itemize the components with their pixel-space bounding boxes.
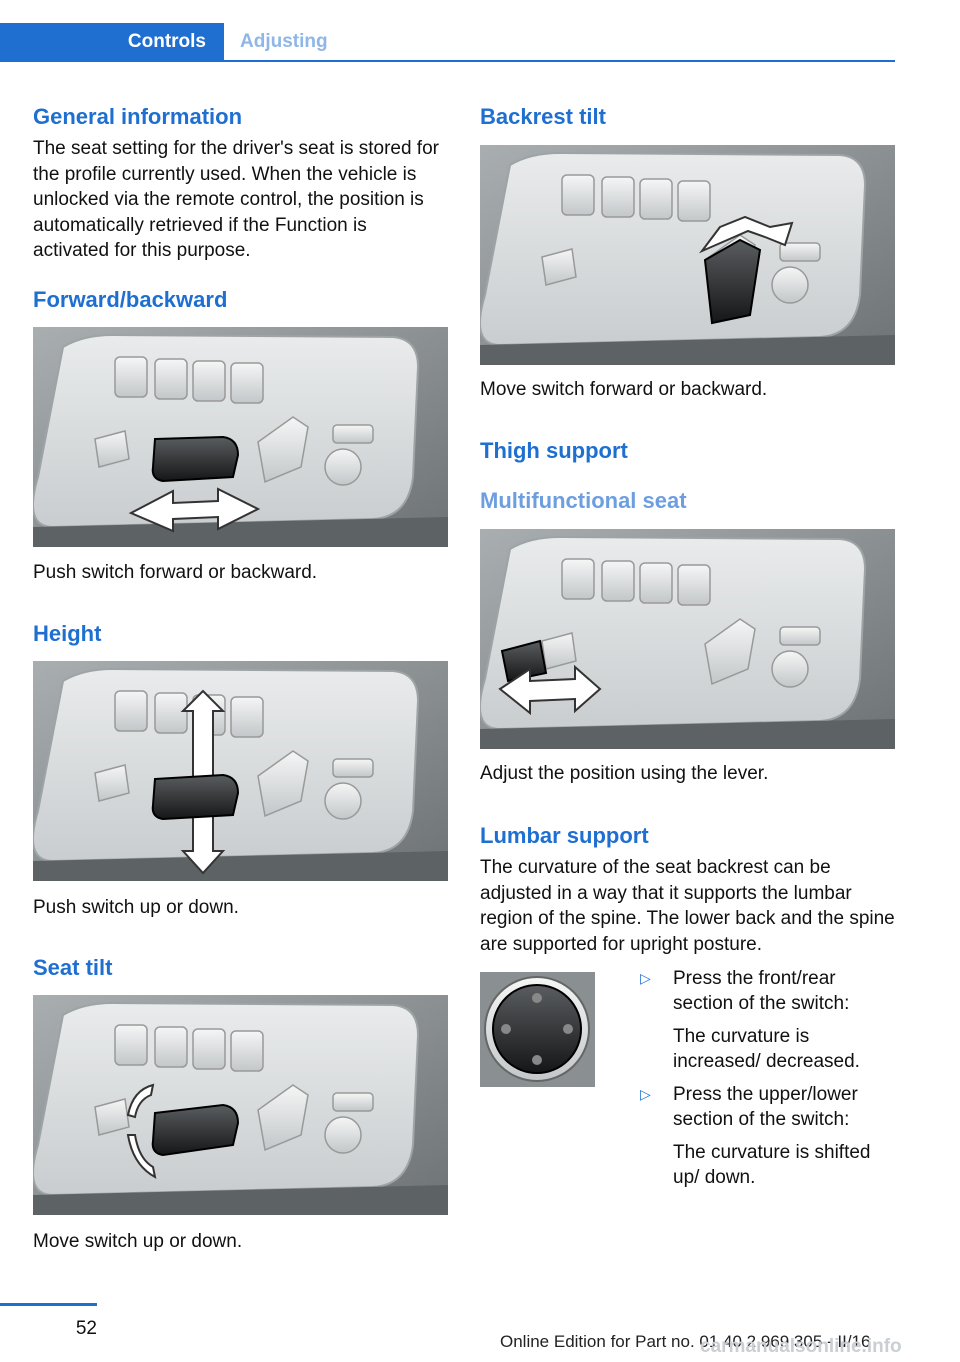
lumbar-support-heading: Lumbar support	[480, 823, 649, 848]
general-information-heading: General information	[33, 104, 243, 129]
bullet-sub-text: The curvature is shifted up/ down.	[673, 1142, 871, 1188]
bullet-main-text: Press the upper/lower section of the swi…	[673, 1084, 858, 1130]
edition-text: Online Edition for Part no. 01 40 2 969 …	[500, 1332, 871, 1351]
lumbar-bullet-list: ▷ Press the front/rear section of the sw…	[640, 966, 895, 1198]
lumbar-support-text: The curvature of the seat backrest can b…	[480, 857, 895, 955]
page-number: 52	[75, 1318, 97, 1339]
general-information-text: The seat setting for the driver's seat i…	[33, 138, 439, 261]
multifunctional-seat-subheading: Multifunctional seat	[480, 488, 687, 513]
header-tab-bar: Controls Adjusting	[0, 23, 895, 63]
tab-underline	[0, 60, 895, 62]
footer-accent-line	[0, 1303, 97, 1306]
forward-backward-heading: Forward/backward	[33, 287, 228, 312]
list-item: ▷ Press the upper/lower section of the s…	[640, 1082, 895, 1132]
forward-backward-illustration	[33, 327, 448, 547]
triangle-bullet-icon: ▷	[640, 970, 651, 986]
seat-tilt-heading: Seat tilt	[33, 955, 113, 980]
tab-controls[interactable]: Controls	[0, 23, 224, 61]
height-heading: Height	[33, 621, 102, 646]
watermark-text: carmanualsonline.info	[700, 1336, 902, 1357]
height-caption: Push switch up or down.	[33, 897, 239, 918]
backrest-tilt-caption: Move switch forward or backward.	[480, 379, 768, 400]
forward-backward-caption: Push switch forward or backward.	[33, 562, 318, 583]
backrest-tilt-heading: Backrest tilt	[480, 104, 606, 129]
thigh-support-caption: Adjust the position using the lever.	[480, 763, 769, 784]
triangle-bullet-icon: ▷	[640, 1086, 651, 1102]
thigh-support-illustration	[480, 529, 895, 749]
tab-adjusting[interactable]: Adjusting	[240, 31, 328, 52]
list-item: ▷ Press the front/rear section of the sw…	[640, 966, 895, 1016]
thigh-support-heading: Thigh support	[480, 438, 628, 463]
backrest-tilt-illustration	[480, 145, 895, 365]
bullet-sub-text: The curvature is increased/ decreased.	[673, 1026, 860, 1072]
lumbar-switch-illustration	[480, 972, 595, 1087]
seat-tilt-illustration	[33, 995, 448, 1215]
seat-tilt-caption: Move switch up or down.	[33, 1231, 243, 1252]
height-illustration	[33, 661, 448, 881]
bullet-main-text: Press the front/rear section of the swit…	[673, 968, 850, 1014]
